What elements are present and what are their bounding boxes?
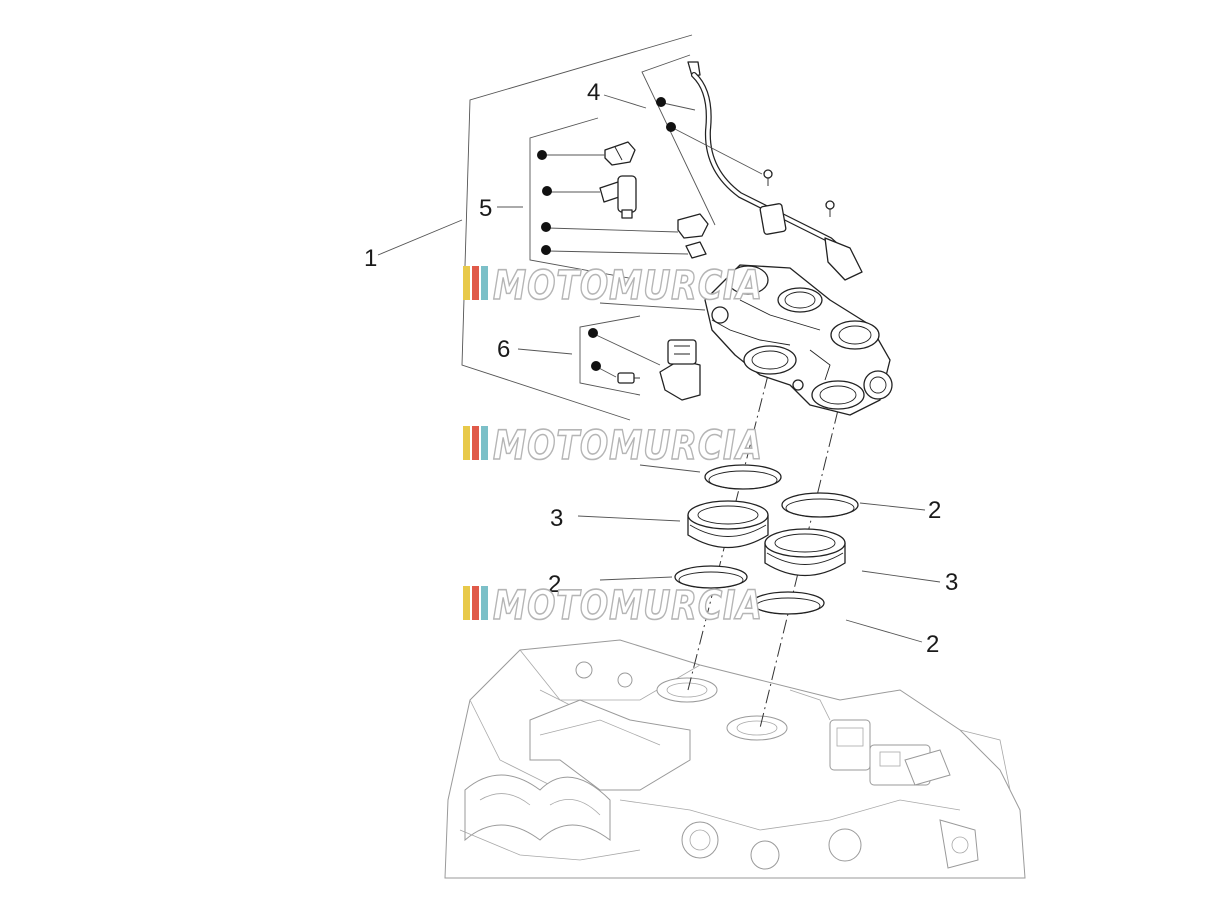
watermark-stripe <box>481 586 488 620</box>
throttle-body-part <box>704 264 893 416</box>
leader-lines <box>377 34 941 643</box>
callout-labels: 1 4 5 6 2 3 2 3 2 <box>364 79 958 658</box>
watermark-stripe <box>463 266 470 300</box>
watermark-stripe <box>472 426 479 460</box>
watermark-stripe <box>472 266 479 300</box>
callout-4: 4 <box>587 79 600 106</box>
watermark-text: MOTOMURCIA <box>493 583 763 629</box>
watermark-stripe <box>481 426 488 460</box>
watermark-stripe <box>463 586 470 620</box>
callout-1: 1 <box>364 245 377 272</box>
sensor-part <box>617 339 701 401</box>
clamp-parts <box>674 464 859 615</box>
callout-2-bottom: 2 <box>926 631 939 658</box>
watermark-text: MOTOMURCIA <box>493 263 763 309</box>
watermark-stripe <box>481 266 488 300</box>
engine-block-illustration <box>444 639 1026 879</box>
callout-2-top: 2 <box>928 497 941 524</box>
injector-group-part <box>599 141 709 259</box>
intake-boot-parts <box>687 500 846 577</box>
watermark-logo-2: MOTOMURCIA <box>463 422 763 470</box>
fuel-line-part <box>687 61 863 281</box>
watermark-logo-1: MOTOMURCIA <box>463 262 763 310</box>
bullet-dots <box>537 97 676 371</box>
callout-3-left: 3 <box>550 505 563 532</box>
watermark-text: MOTOMURCIA <box>493 423 763 469</box>
callout-6: 6 <box>497 336 510 363</box>
callout-2-left: 2 <box>548 571 561 598</box>
watermark-stripe <box>463 426 470 460</box>
callout-3-right: 3 <box>945 569 958 596</box>
watermark-stripe <box>472 586 479 620</box>
callout-5: 5 <box>479 195 492 222</box>
watermark-logo-3: MOTOMURCIA <box>463 582 763 630</box>
